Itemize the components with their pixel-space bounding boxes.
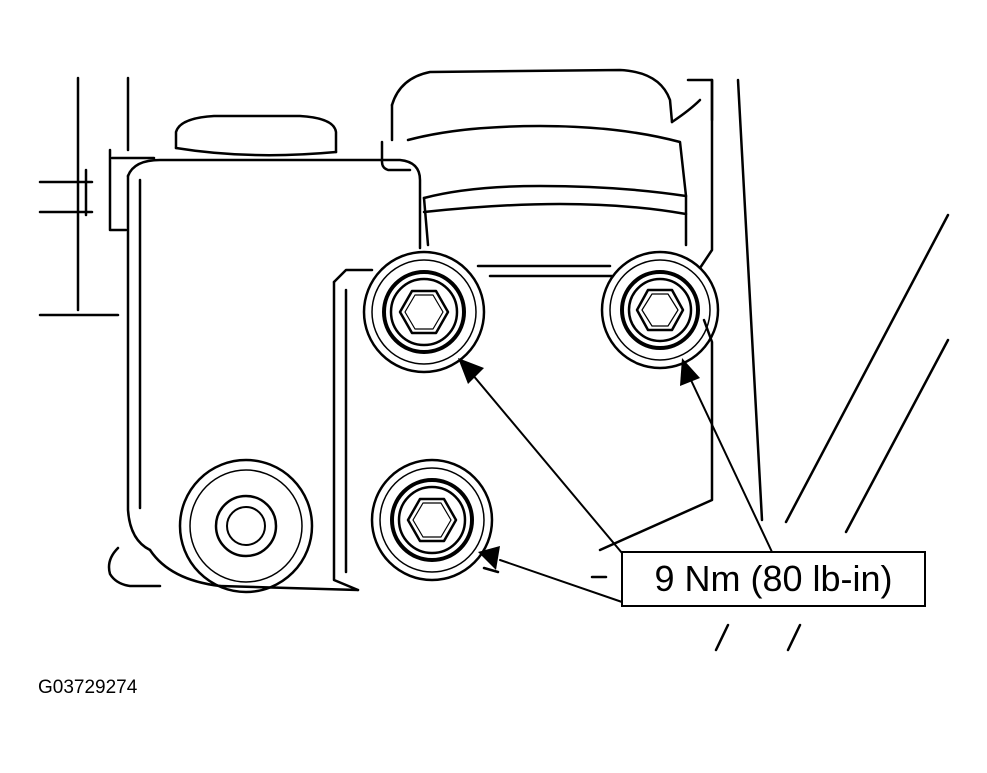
- background-structure: [38, 76, 130, 317]
- torque-spec-label: 9 Nm (80 lb-in): [621, 551, 926, 607]
- figure-code: G03729274: [38, 677, 138, 698]
- lower-left-fitting: [178, 458, 314, 594]
- background-right-lines: [590, 78, 950, 652]
- callout-leaders: [458, 358, 773, 603]
- upper-cylinder: [380, 68, 702, 247]
- mounting-bracket: [218, 264, 714, 592]
- upper-right-bolt: [600, 250, 720, 370]
- reservoir-cap: [108, 114, 338, 232]
- main-block: [107, 158, 422, 588]
- lower-center-bolt: [370, 458, 494, 582]
- upper-left-bolt: [362, 250, 486, 374]
